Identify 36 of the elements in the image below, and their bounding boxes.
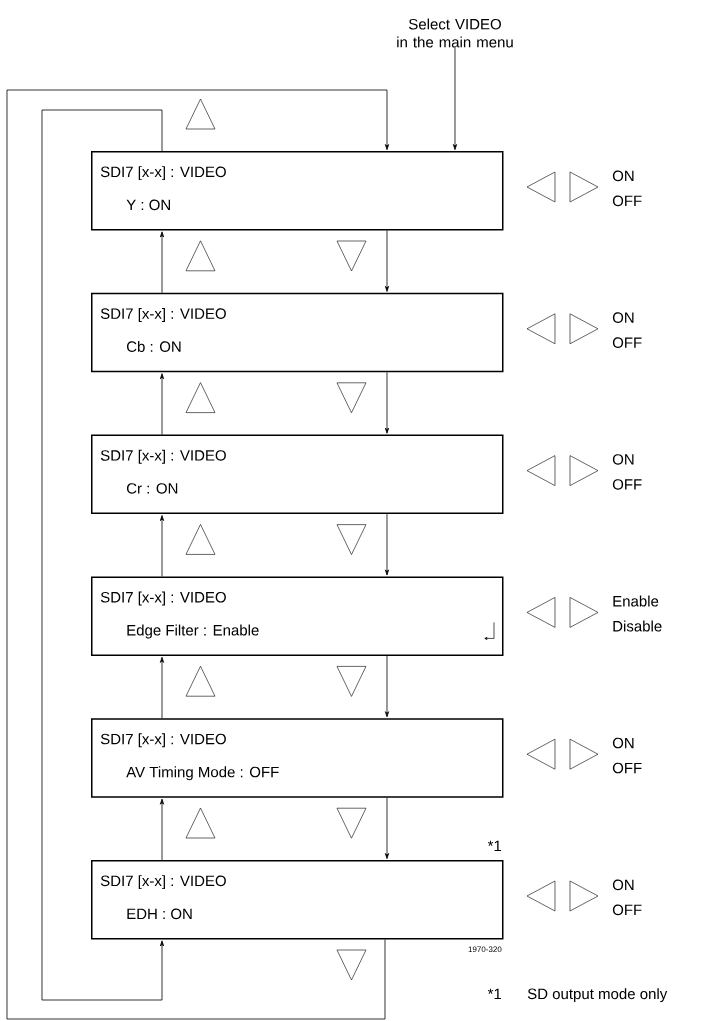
arrow bbox=[452, 47, 458, 151]
figure-number: 1970-320 bbox=[468, 946, 502, 953]
footnote-mark: *1 bbox=[487, 988, 502, 999]
footnote-mark: *1 bbox=[487, 840, 502, 851]
menu-box: SDI7 [x-x] : VIDEO EDH : ON bbox=[91, 860, 504, 940]
arrow bbox=[6, 89, 390, 1020]
arrow bbox=[384, 797, 390, 860]
menu-box: SDI7 [x-x] : VIDEO AV Timing Mode : OFF bbox=[91, 718, 504, 798]
arrow bbox=[384, 230, 390, 292]
option-text: ON bbox=[612, 170, 634, 182]
option-text: ON bbox=[612, 737, 634, 749]
arrow bbox=[41, 109, 165, 1001]
option-text: OFF bbox=[612, 195, 642, 207]
option-text: OFF bbox=[612, 337, 642, 348]
option-text: OFF bbox=[612, 762, 642, 774]
option-text: ON bbox=[612, 312, 634, 323]
arrow bbox=[159, 373, 165, 435]
arrow bbox=[159, 656, 165, 719]
arrow bbox=[384, 513, 390, 576]
footnote-text: SD output mode only bbox=[527, 988, 668, 1003]
menu-box: SDI7 [x-x] : VIDEO Cr : ON bbox=[91, 434, 504, 515]
option-text: Disable bbox=[613, 620, 662, 632]
option-text: OFF bbox=[612, 479, 642, 490]
arrow bbox=[384, 371, 390, 434]
option-text: OFF bbox=[612, 904, 642, 916]
menu-box: SDI7 [x-x] : VIDEO Y : ON bbox=[91, 151, 504, 231]
menu-box: SDI7 [x-x] : VIDEO Cb : ON bbox=[91, 292, 504, 373]
arrow bbox=[159, 798, 165, 861]
option-text: ON bbox=[612, 454, 634, 465]
arrow bbox=[159, 231, 165, 294]
option-text: Enable bbox=[613, 595, 659, 607]
option-text: ON bbox=[612, 879, 634, 891]
arrow bbox=[159, 515, 165, 577]
arrow bbox=[384, 655, 390, 718]
menu-box: SDI7 [x-x] : VIDEO Edge Filter : Enable bbox=[91, 576, 504, 656]
instruction-text: Select VIDEO in the main menu bbox=[397, 18, 513, 48]
